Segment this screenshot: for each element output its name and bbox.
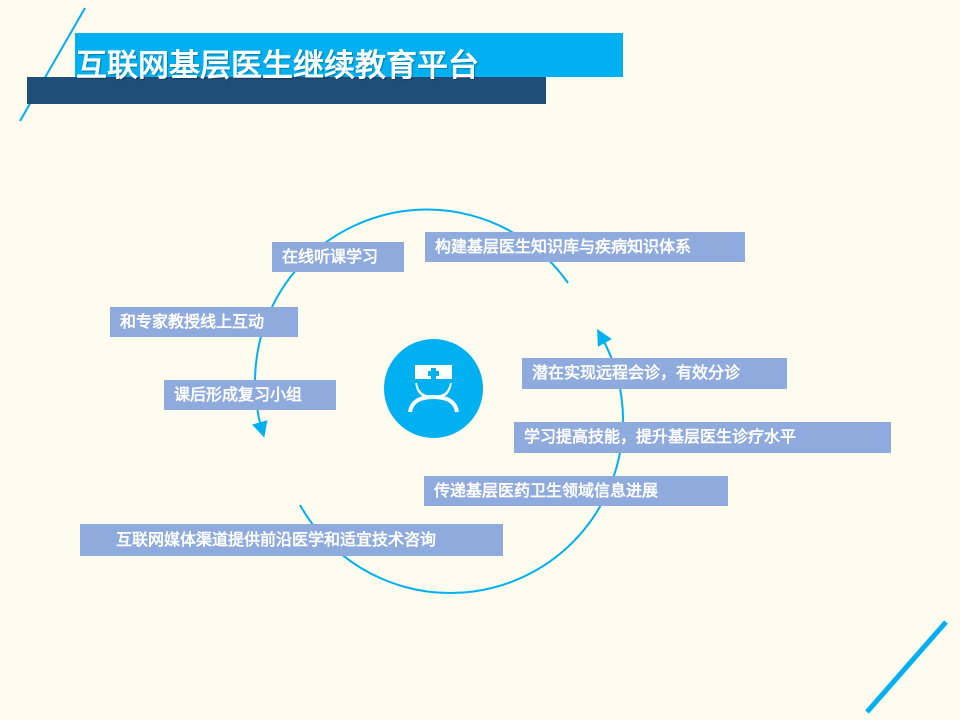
corner-slash-line: [865, 620, 948, 714]
label-remote-consult: 潜在实现远程会诊，有效分诊: [522, 358, 787, 389]
label-expert-interaction: 和专家教授线上互动: [110, 307, 298, 337]
center-badge: [384, 339, 483, 438]
label-online-class: 在线听课学习: [272, 242, 404, 272]
cycle-arc-bottom: [299, 329, 625, 595]
label-knowledge-base: 构建基层医生知识库与疾病知识体系: [425, 232, 745, 262]
doctor-icon: [408, 365, 459, 413]
title-bar-light: [75, 33, 623, 77]
label-info-progress: 传递基层医药卫生领域信息进展: [424, 476, 728, 506]
title-bar-dark: [27, 77, 546, 104]
label-improve-skills: 学习提高技能，提升基层医生诊疗水平: [514, 422, 891, 453]
label-study-group: 课后形成复习小组: [164, 380, 336, 410]
page-title: 互联网基层医生继续教育平台: [76, 48, 479, 84]
label-media-channel: 互联网媒体渠道提供前沿医学和适宜技术咨询: [80, 524, 503, 556]
